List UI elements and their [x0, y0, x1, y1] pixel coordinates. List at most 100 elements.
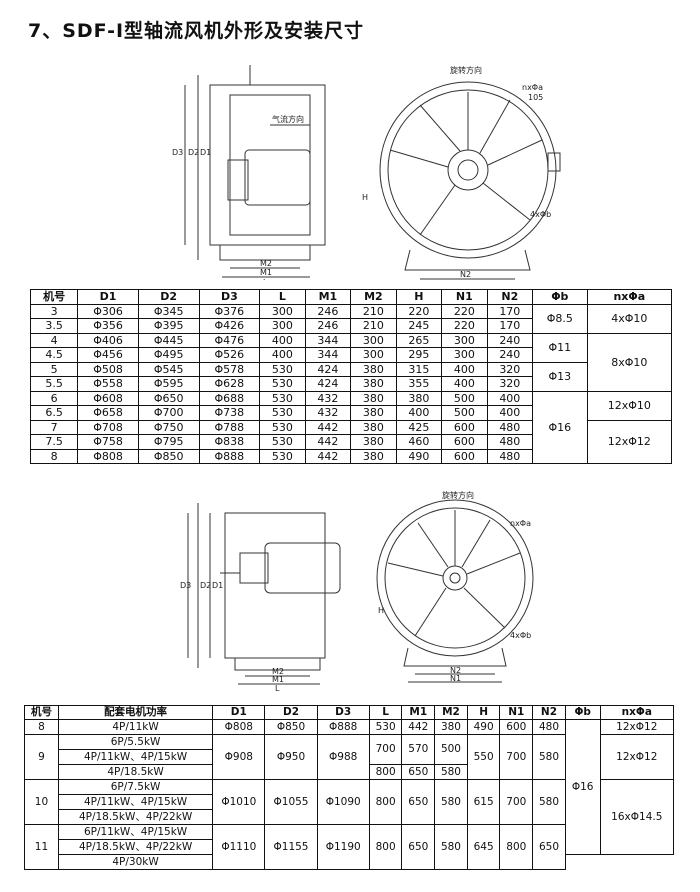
cell-h: 460 [395, 434, 443, 450]
cell-h: 425 [395, 419, 443, 435]
cell-l: 800 [368, 779, 403, 825]
cell-d1: Φ658 [77, 405, 139, 421]
base-hole-label: 4xΦb [530, 210, 551, 219]
cell-l: 400 [259, 347, 306, 363]
cell-nxa: 8xΦ10 [586, 332, 673, 392]
cell-n2: 170 [486, 303, 534, 319]
cell-phib: Φ11 [532, 332, 588, 363]
cell-m2: 380 [350, 448, 397, 464]
cell-m2: 300 [350, 332, 397, 348]
cell-m1: 432 [304, 390, 352, 406]
cell-d2: Φ650 [137, 390, 200, 406]
cell-no: 9 [24, 734, 59, 780]
cell-d3: Φ1190 [316, 824, 370, 870]
col-header: L [368, 705, 403, 720]
col-header: N2 [486, 289, 534, 305]
col-header: nxΦa [599, 705, 675, 720]
dim2-h: H [378, 606, 384, 615]
col-header: M2 [434, 705, 468, 720]
cell-d2: Φ495 [137, 347, 200, 363]
cell-n1: 300 [441, 332, 488, 348]
cell-d2: Φ1055 [264, 779, 318, 825]
col-header: 机号 [24, 705, 59, 720]
cell-d1: Φ508 [77, 361, 139, 377]
cell-d3: Φ476 [198, 332, 261, 348]
cell-n1: 600 [441, 448, 488, 464]
cell-m1: 442 [304, 434, 352, 450]
cell-no: 4.5 [29, 347, 79, 363]
cell-h: 550 [466, 734, 501, 780]
cell-d2: Φ795 [137, 434, 200, 450]
col-header: nxΦa [586, 289, 673, 305]
fan-drawing-1: D3 D2 D1 M2 M1 L 气流方向 H 旋转方向 nxΦa 105 4x… [172, 65, 561, 280]
col-header: D2 [137, 289, 200, 305]
cell-h: 490 [466, 719, 501, 735]
cell-d1: Φ356 [77, 318, 139, 334]
cell-n1: 300 [441, 347, 488, 363]
col-header: H [395, 289, 443, 305]
cell-n1: 400 [441, 361, 488, 377]
cell-m2: 300 [350, 347, 397, 363]
cell-d1: Φ406 [77, 332, 139, 348]
cell-m1: 432 [304, 405, 352, 421]
cell-n1: 500 [441, 390, 488, 406]
cell-no: 8 [29, 448, 79, 464]
cell-h: 355 [395, 376, 443, 392]
cell-no: 8 [24, 719, 59, 735]
cell-h: 220 [395, 303, 443, 319]
cell-no: 5 [29, 361, 79, 377]
cell-d1: Φ808 [77, 448, 139, 464]
cell-motor: 4P/11kW、4P/15kW [57, 794, 214, 810]
cell-m2: 380 [350, 434, 397, 450]
cell-motor: 4P/11kW、4P/15kW [57, 749, 214, 765]
cell-d3: Φ738 [198, 405, 261, 421]
cell-m2: 500 [434, 734, 468, 765]
cell-n2: 480 [486, 448, 534, 464]
cell-phib: Φ16 [564, 719, 601, 855]
cell-d3: Φ628 [198, 376, 261, 392]
cell-l: 530 [259, 448, 306, 464]
col-header: D1 [212, 705, 266, 720]
page-title: 7、SDF-Ⅰ型轴流风机外形及安装尺寸 [28, 20, 365, 42]
cell-no: 11 [24, 824, 59, 870]
cell-n2: 480 [486, 434, 534, 450]
dim2-d2: D2 [200, 581, 211, 590]
cell-no: 6 [29, 390, 79, 406]
cell-m1: 570 [401, 734, 436, 765]
cell-n1: 700 [499, 734, 534, 780]
cell-m2: 380 [350, 405, 397, 421]
cell-motor: 4P/11kW [57, 719, 214, 735]
fan-drawing-2: D3 D2 D1 M2 M1 L H 旋转方向 nxΦa 4xΦb N2 N1 [180, 490, 534, 693]
cell-nxa: 12xΦ10 [586, 390, 673, 421]
cell-l: 700 [368, 734, 403, 765]
cell-n2: 320 [486, 376, 534, 392]
col-header: N2 [532, 705, 566, 720]
cell-h: 265 [395, 332, 443, 348]
col-header: D1 [77, 289, 139, 305]
cell-n2: 320 [486, 361, 534, 377]
col-header: L [259, 289, 306, 305]
cell-d2: Φ1155 [264, 824, 318, 870]
cell-h: 315 [395, 361, 443, 377]
col-header: D3 [198, 289, 261, 305]
cell-d1: Φ1010 [212, 779, 266, 825]
dim-h: H [362, 193, 368, 202]
cell-no: 3.5 [29, 318, 79, 334]
table-row: 11 6P/11kW、4P/15kW Φ1110 Φ1155 Φ1190 800… [24, 824, 674, 870]
cell-m2: 380 [350, 390, 397, 406]
cell-n1: 800 [499, 824, 534, 870]
dim2-n2: N2 [450, 666, 461, 675]
cell-d3: Φ888 [198, 448, 261, 464]
col-header: 机号 [29, 289, 79, 305]
hole2-label: nxΦa [510, 519, 531, 528]
dim-m2: M2 [260, 259, 272, 268]
hole-label: nxΦa [522, 83, 543, 92]
cell-phib: Φ16 [532, 390, 588, 464]
cell-n2: 170 [486, 318, 534, 334]
cell-nxa: 12xΦ12 [586, 419, 673, 464]
cell-m2: 380 [350, 419, 397, 435]
